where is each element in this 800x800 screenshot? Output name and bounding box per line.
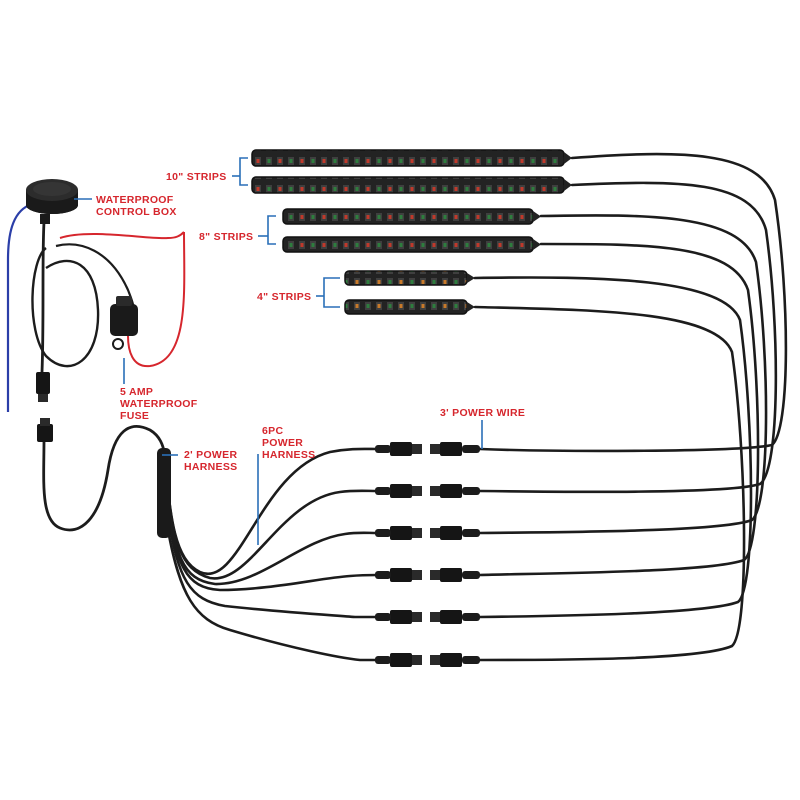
- label-fuse-line1: 5 AMP: [120, 386, 153, 398]
- ground-wire: [6, 202, 33, 412]
- plug-connector-icon: [375, 526, 422, 540]
- plug-connector-icon: [430, 484, 480, 498]
- label-10in-strips: 10" STRIPS: [166, 171, 227, 183]
- led-strip-4in-2: [344, 299, 475, 315]
- led-strip-8in-2: [282, 236, 541, 253]
- plug-connector-icon: [36, 372, 50, 402]
- plug-connector-icon: [430, 610, 480, 624]
- led-strips: [251, 149, 572, 315]
- label-power-wire: 3' POWER WIRE: [440, 407, 525, 419]
- label-six-pc-line3: HARNESS: [262, 449, 315, 461]
- plug-connector-icon: [430, 568, 480, 582]
- inline-fuse-holder-icon: [110, 296, 138, 350]
- label-fuse-line2: WATERPROOF: [120, 398, 198, 410]
- label-six-pc-line1: 6PC: [262, 425, 283, 437]
- plug-connector-icon: [375, 442, 422, 456]
- plug-connector-icon: [430, 442, 480, 456]
- plug-connector-icon: [375, 484, 422, 498]
- strip-connectors: [430, 442, 480, 667]
- plug-connector-icon: [430, 526, 480, 540]
- callout-lines: [74, 157, 483, 545]
- label-power-harness-line2: HARNESS: [184, 461, 237, 473]
- led-strip-10in-2: [251, 176, 572, 194]
- plug-connector-icon: [375, 610, 422, 624]
- label-fuse-line3: FUSE: [120, 410, 149, 422]
- six-pc-harness-wires: [163, 447, 379, 662]
- plug-connector-icon: [375, 568, 422, 582]
- led-strip-10in-1: [251, 149, 572, 167]
- plug-connector-icon: [375, 653, 422, 667]
- label-8in-strips: 8" STRIPS: [199, 231, 253, 243]
- label-4in-strips: 4" STRIPS: [257, 291, 311, 303]
- led-strip-4in-1: [344, 270, 475, 286]
- labels: WATERPROOF CONTROL BOX 5 AMP WATERPROOF …: [96, 171, 525, 473]
- bracket-8in: [267, 215, 276, 245]
- label-power-harness-line1: 2' POWER: [184, 449, 237, 461]
- positive-wire: [59, 231, 185, 240]
- bracket-4in: [323, 277, 340, 308]
- label-control-box-line1: WATERPROOF: [96, 194, 174, 206]
- strip-lead-wires: [473, 152, 788, 662]
- label-control-box-line2: CONTROL BOX: [96, 206, 177, 218]
- plug-connector-icon: [37, 418, 53, 442]
- control-box-assembly: [6, 179, 186, 412]
- round-control-box-icon: [26, 179, 78, 224]
- plug-connector-icon: [430, 653, 480, 667]
- two-ft-power-harness: [37, 418, 171, 538]
- label-six-pc-line2: POWER: [262, 437, 303, 449]
- led-strip-8in-1: [282, 208, 541, 225]
- harness-connectors: [375, 442, 422, 667]
- bracket-10in: [239, 157, 248, 186]
